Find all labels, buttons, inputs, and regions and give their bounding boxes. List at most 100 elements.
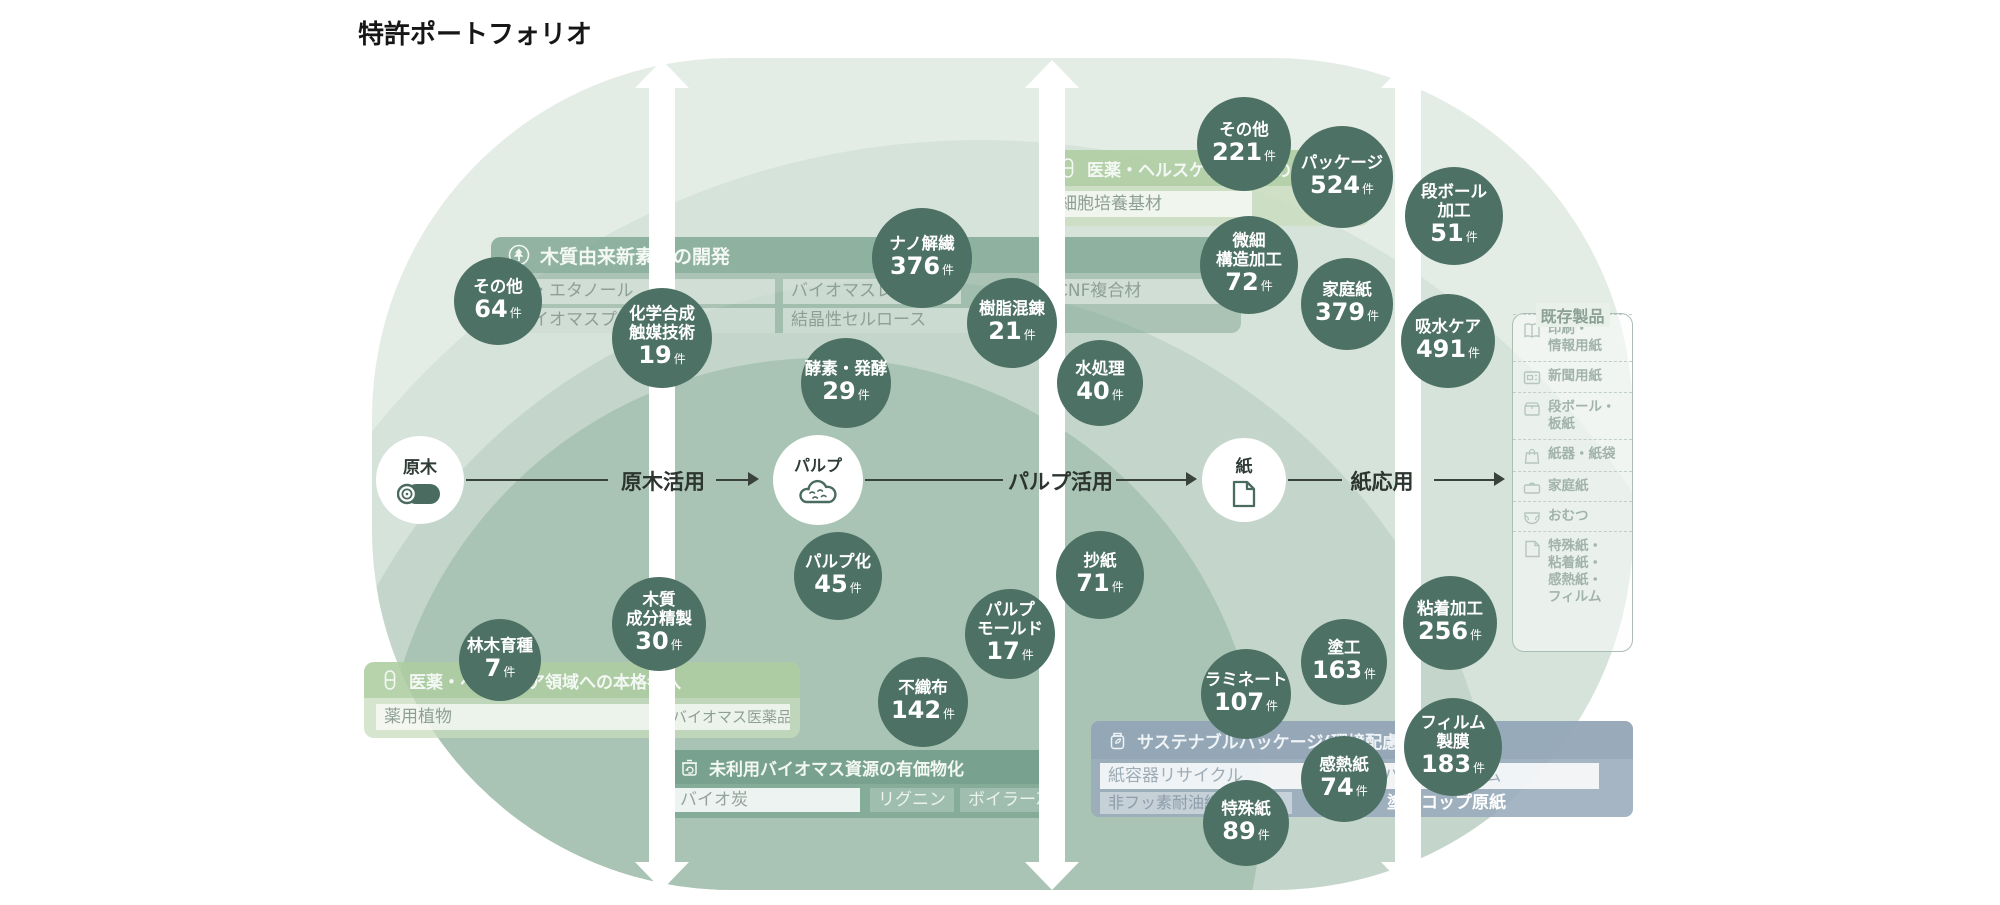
bubble-label: 水処理 xyxy=(1075,358,1125,378)
box-biomass-value-header: 未利用バイオマス資源の有価物化 xyxy=(663,750,1065,784)
bubble-label: 吸水ケア xyxy=(1415,316,1481,336)
legacy-item-cardboard: 段ボール・ 板紙 xyxy=(1513,392,1632,439)
cell-lignin: リグニン xyxy=(870,788,954,812)
box-wood-materials: 木質由来新素材の開発 糖・エタノール バイオマスレジスト CNF複合材 バイオマ… xyxy=(491,237,1241,333)
flow-line xyxy=(1434,479,1494,481)
flow-line xyxy=(1288,479,1342,481)
bubble-label: 化学合成 触媒技術 xyxy=(629,304,695,342)
flow-arrowhead xyxy=(1186,472,1197,486)
node-raw-wood: 原木 xyxy=(376,436,464,524)
cell-medicinal-plants: 薬用植物 xyxy=(376,704,656,730)
pill-icon xyxy=(384,670,396,690)
legacy-item-newsprint: 新聞用紙 xyxy=(1513,361,1632,392)
jar-leaf-icon xyxy=(1110,732,1125,750)
flow-arrowhead xyxy=(748,472,759,486)
page-title: 特許ポートフォリオ xyxy=(358,20,593,50)
legacy-item-diapers: おむつ xyxy=(1513,501,1632,531)
cell-cnf-composite: CNF複合材 xyxy=(1048,279,1230,304)
bubble-label: 粘着加工 xyxy=(1417,598,1483,618)
bubble-label: ナノ解繊 xyxy=(889,233,955,253)
bubble-label: 酵素・発酵 xyxy=(804,358,888,378)
stage-divider-arrow-1 xyxy=(635,60,689,890)
bubble-label: 感熱紙 xyxy=(1319,754,1369,774)
node-raw-wood-label: 原木 xyxy=(403,457,437,478)
newspaper-icon xyxy=(1523,371,1541,385)
node-paper: 紙 xyxy=(1202,438,1286,522)
bubble-label: その他 xyxy=(473,276,523,296)
stage-label-pulp-use: パルプ活用 xyxy=(1008,470,1113,494)
box-pharma-entry-header: 医薬・ヘルスケア領域への本格参入 xyxy=(364,662,800,698)
bubble-label: 塗工 xyxy=(1327,637,1361,657)
flow-line xyxy=(1116,479,1186,481)
cell-cell-culture-substrate: 細胞培養基材 xyxy=(1052,191,1252,217)
box-pharma-entry: 医薬・ヘルスケア領域への本格参入 薬用植物 バイオマス医薬品 xyxy=(364,662,800,738)
box-wood-materials-title: 木質由来新素材の開発 xyxy=(540,245,731,268)
bubble-label: 微細 構造加工 xyxy=(1216,231,1282,269)
bubble-label: その他 xyxy=(1219,119,1269,139)
node-pulp-label: パルプ xyxy=(793,456,842,475)
box-biomass-value-title: 未利用バイオマス資源の有価物化 xyxy=(709,759,964,780)
box-wood-materials-header: 木質由来新素材の開発 xyxy=(491,237,1241,273)
box-biomass-value: 未利用バイオマス資源の有価物化 バイオ炭 リグニン ボイラー灰 xyxy=(663,750,1065,818)
cell-crystalline-cellulose: 結晶性セルロース xyxy=(783,308,975,333)
stage-label-paper-application: 紙応用 xyxy=(1350,470,1414,494)
bubble-label: 不織布 xyxy=(898,677,948,697)
stage-divider-arrow-2 xyxy=(1025,60,1079,890)
box-sustainable-packaging: サステナブルパッケージ(環境配慮型)の展開 紙容器リサイクル バリアフィルム 非… xyxy=(1091,721,1633,817)
pulp-cloud-icon xyxy=(799,479,837,504)
bubble-label: 林木育種 xyxy=(467,635,533,655)
bubble-label: パルプ化 xyxy=(805,551,871,571)
bubble-label: 特殊紙 xyxy=(1221,798,1271,818)
legacy-item-paper-bag: 紙器・紙袋 xyxy=(1513,439,1632,471)
legacy-item-household-paper: 家庭紙 xyxy=(1513,471,1632,501)
paper-bag-icon xyxy=(1524,448,1540,464)
bubble-label: ラミネート xyxy=(1204,669,1288,689)
legacy-products-panel: 既存製品 印刷・ 情報用紙 新聞用紙 段ボール・ 板紙 xyxy=(1512,303,1633,652)
bubble-label: 木質 成分精製 xyxy=(626,590,692,628)
flow-line xyxy=(865,479,1003,481)
legacy-item-specialty-paper: 特殊紙・ 粘着紙・ 感熱紙・ フィルム xyxy=(1513,531,1632,612)
log-icon xyxy=(397,483,440,504)
bubble-label: パルプ モールド xyxy=(977,600,1043,638)
bubble-label: 樹脂混錬 xyxy=(979,298,1045,318)
flow-line xyxy=(466,479,608,481)
paper-sheet-icon xyxy=(1232,480,1256,507)
cardboard-icon xyxy=(1524,402,1540,416)
